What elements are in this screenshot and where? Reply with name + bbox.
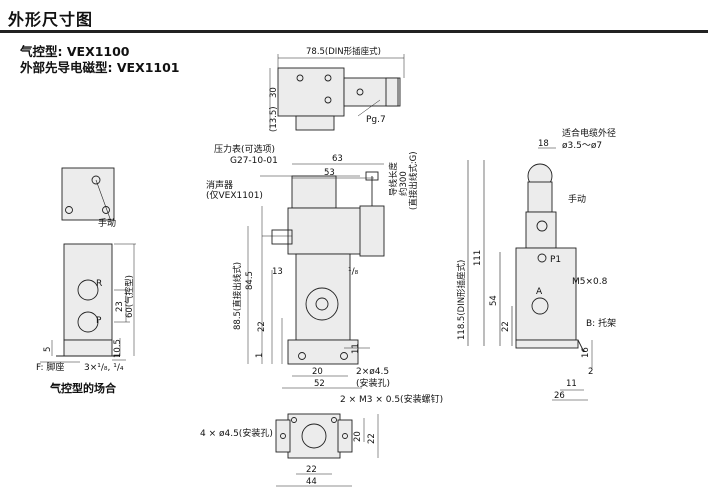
port-p-label: P	[96, 316, 102, 326]
section-title: 外形尺寸图	[8, 10, 94, 29]
lead-wire-note-label: (直接出线式:G)	[408, 151, 419, 210]
dim-22c: 22	[367, 433, 377, 444]
dim-20: 20	[312, 367, 323, 377]
valve-front-view	[467, 147, 593, 401]
port-r-label: R	[96, 279, 102, 289]
dim-54: 54	[489, 295, 499, 306]
lead-wire-val-label: 约300	[398, 171, 409, 196]
gauge-model-label: G27-10-01	[230, 156, 278, 166]
air-operated-caption: 气控型的场合	[49, 381, 117, 395]
dim-13-5: (13.5)	[269, 106, 279, 132]
pressure-gauge-label: 压力表(可选项)	[214, 143, 275, 155]
manual-label: 手动	[98, 217, 116, 229]
ports-spec-label: 3×¹/₈, ¹/₄	[84, 363, 124, 373]
dim-22b: 22	[501, 321, 511, 332]
cable-od-val-label: ø3.5～ø7	[562, 141, 602, 151]
dim-84-5: 84.5	[245, 271, 255, 290]
dim-10-5: 10.5	[113, 339, 123, 358]
dim-26: 26	[554, 391, 565, 401]
dim-44: 44	[306, 477, 317, 487]
manual2-label: 手动	[568, 193, 586, 205]
dim-111: 111	[473, 250, 483, 266]
dim-2: 2	[588, 367, 593, 377]
dim-22d: 22	[306, 465, 317, 475]
air-operated-view	[40, 167, 136, 363]
dim-11: 11	[351, 343, 361, 354]
dim-23: 23	[115, 301, 125, 312]
bottom-holes-label: 4 × ø4.5(安装孔)	[200, 427, 273, 439]
cable-od-label: 适合电缆外径	[562, 127, 616, 139]
dim-60: 60(气控型)	[124, 275, 135, 318]
section-header: 外形尺寸图	[0, 0, 708, 34]
port-p1-label: P1	[550, 255, 561, 265]
header-rule	[0, 30, 708, 33]
bracket-b-label: B: 托架	[586, 317, 616, 329]
dim-118-5: 118.5(DIN形插座式)	[456, 260, 467, 340]
dim-11b: 11	[566, 379, 577, 389]
dim-63: 63	[332, 154, 343, 164]
port-a-label: A	[536, 287, 543, 297]
dim-16: 16	[581, 347, 591, 358]
mount-holes-note-label: (安装孔)	[356, 377, 390, 389]
dim-88-5: 88.5(直接出线式)	[232, 262, 243, 330]
dim-5: 5	[43, 347, 53, 352]
dim-20b: 20	[353, 431, 363, 442]
model-label-solenoid: 外部先导电磁型: VEX1101	[20, 60, 180, 75]
silencer-label: 消声器	[206, 179, 233, 191]
dim-78-5: 78.5(DIN形插座式)	[306, 46, 381, 57]
connector-top-view	[269, 54, 405, 131]
pg7-label: Pg.7	[366, 115, 386, 125]
dim-1: 1	[255, 353, 265, 358]
screws-label: 2 × M3 × 0.5(安装螺钉)	[340, 393, 443, 405]
m5-label: M5×0.8	[572, 277, 608, 287]
dim-53: 53	[324, 168, 335, 178]
valve-side-view	[247, 163, 385, 389]
dim-22: 22	[257, 321, 267, 332]
port-eighth-label: ¹/₈	[348, 267, 359, 277]
foot-bracket-label: F: 脚座	[36, 361, 64, 373]
model-label-air: 气控型: VEX1100	[20, 44, 130, 59]
lead-wire-len-label: 导线长度	[388, 161, 399, 196]
silencer-note-label: (仅VEX1101)	[206, 189, 263, 201]
dim-13: 13	[272, 267, 283, 277]
mount-holes-label: 2×ø4.5	[356, 367, 389, 377]
dim-30: 30	[269, 87, 279, 98]
dim-52: 52	[314, 379, 325, 389]
dim-18: 18	[538, 139, 549, 149]
bracket-bottom-view	[275, 413, 379, 487]
